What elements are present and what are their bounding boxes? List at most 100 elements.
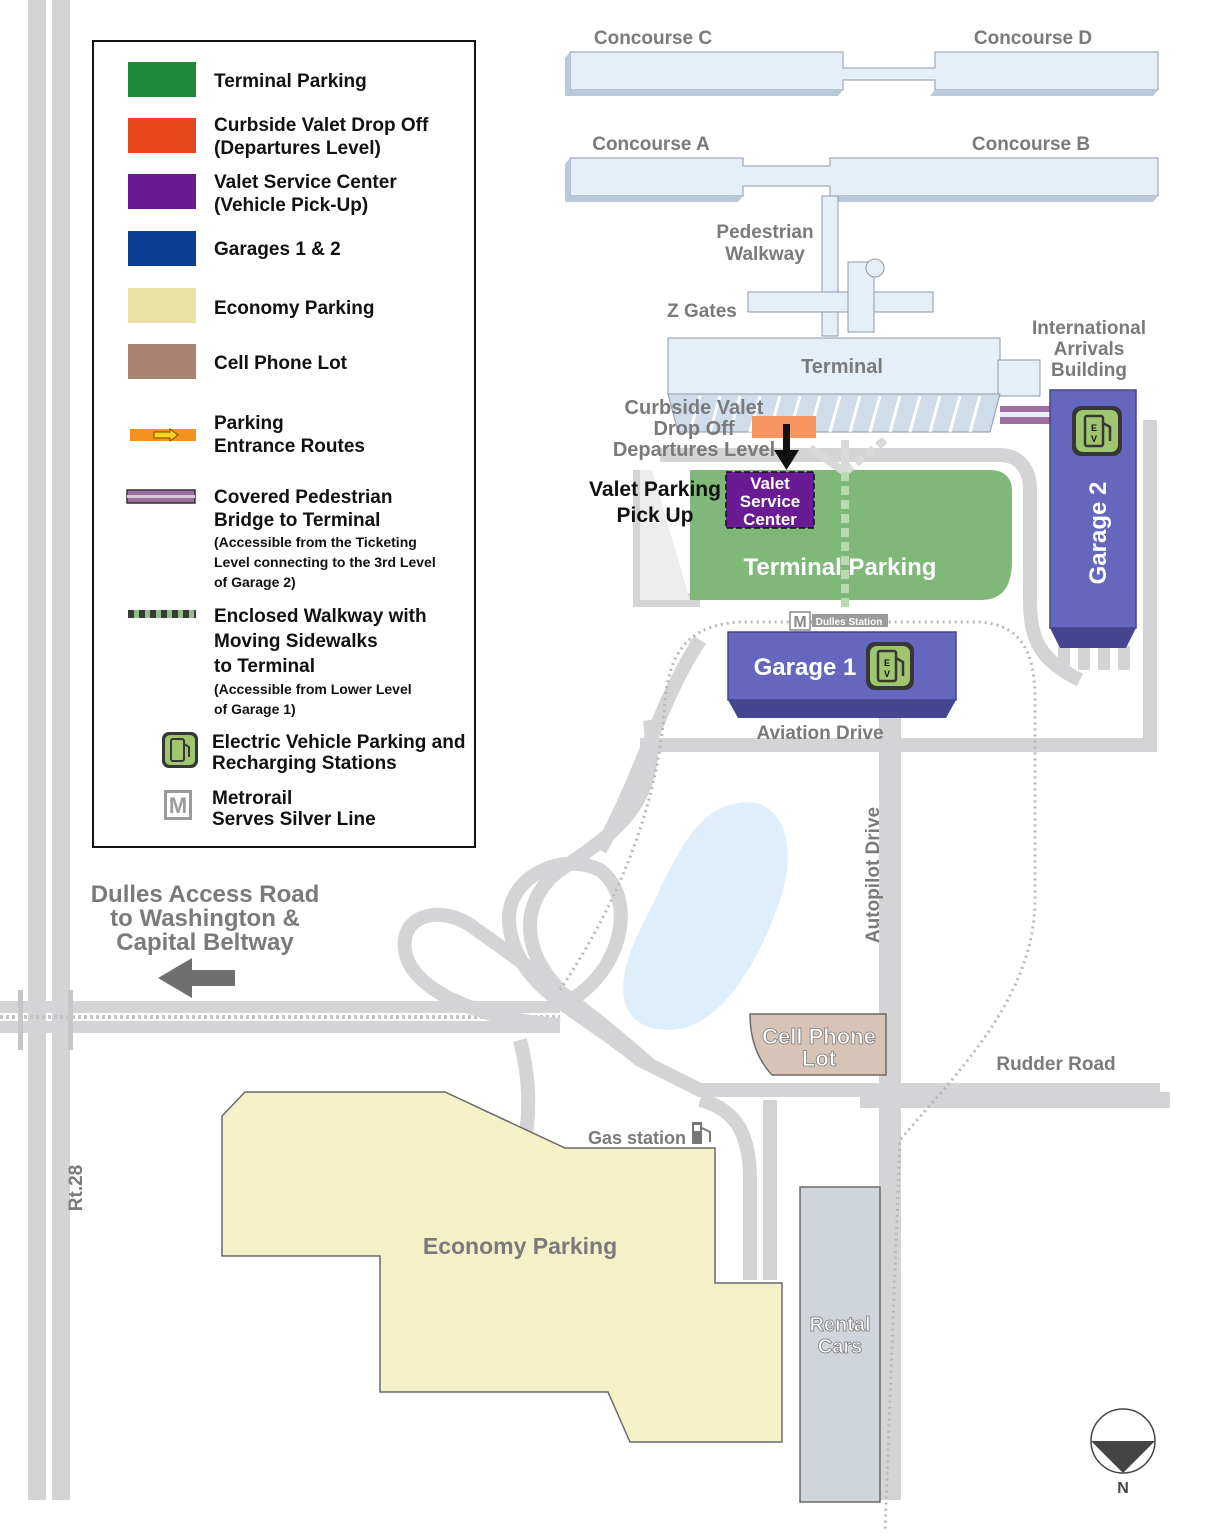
legend-label: Electric Vehicle Parking and Recharging … <box>212 732 465 774</box>
dulles-station-label: Dulles Station <box>816 617 883 628</box>
legend-label-line: (Vehicle Pick-Up) <box>214 195 369 216</box>
legend-label-line: (Departures Level) <box>214 138 381 159</box>
lake <box>623 802 788 1030</box>
legend-note-line: (Accessible from the Ticketing <box>214 534 417 550</box>
legend-label: Covered Pedestrian Bridge to Terminal (A… <box>214 486 436 592</box>
concourse-d-label: Concourse D <box>974 28 1092 49</box>
enclosed-walkway <box>807 436 888 612</box>
legend-label-line: Bridge to Terminal <box>214 510 381 531</box>
orange-arrow-icon <box>130 428 196 442</box>
aviation-drive-label: Aviation Drive <box>756 723 883 744</box>
access-road-label-1: Dulles Access Road <box>91 881 320 908</box>
valet-center-swatch <box>128 174 196 209</box>
concourse-c-label: Concourse C <box>594 28 713 49</box>
legend-label-line: Curbside Valet Drop Off <box>214 115 429 136</box>
metrorail-line <box>558 620 1037 1531</box>
curbside-valet-swatch <box>128 118 196 153</box>
ev-charging-icon <box>162 732 198 768</box>
legend-label: Enclosed Walkway with Moving Sidewalks t… <box>214 604 427 719</box>
pedestrian-walkway-label-2: Walkway <box>725 244 805 265</box>
rental-cars-label-2: Cars <box>818 1336 862 1358</box>
legend-note-line: of Garage 1) <box>214 701 296 717</box>
rt28-label: Rt.28 <box>66 1165 87 1211</box>
intl-arrivals-label-1: International <box>1032 318 1146 339</box>
north-arrow-icon <box>1090 1408 1156 1474</box>
valet-pickup-label-2: Pick Up <box>616 504 693 527</box>
concourse-a-label: Concourse A <box>592 134 710 155</box>
cell-phone-lot-label-2: Lot <box>802 1046 837 1071</box>
concourse-b-label: Concourse B <box>972 134 1090 155</box>
rudder-road-label: Rudder Road <box>996 1054 1115 1075</box>
legend-label: Terminal Parking <box>214 71 367 92</box>
legend-label-line: Enclosed Walkway with <box>214 606 427 627</box>
valet-down-arrow-icon <box>774 424 799 470</box>
terminal-building <box>667 337 1041 433</box>
valet-center-label-3: Center <box>743 510 797 529</box>
garage-2-label: Garage 2 <box>1085 482 1112 585</box>
access-road-label-2: to Washington & <box>110 905 300 932</box>
rt28-highway <box>28 0 70 1500</box>
pedestrian-walkway <box>821 195 839 337</box>
z-gates-building <box>747 258 934 333</box>
legend-label-line: Electric Vehicle Parking and <box>212 732 466 753</box>
valet-center-label-1: Valet <box>750 474 790 493</box>
ev-charging-icon: E V <box>866 642 914 690</box>
north-label: N <box>1117 1480 1129 1497</box>
valet-service-center <box>725 471 815 529</box>
autopilot-drive-label: Autopilot Drive <box>863 807 884 943</box>
legend-label-line: Entrance Routes <box>214 436 365 457</box>
intl-arrivals-label-2: Arrivals <box>1054 339 1125 360</box>
economy-parking-swatch <box>128 288 196 323</box>
legend-label-line: Serves Silver Line <box>212 809 376 830</box>
curbside-label-3: Departures Level <box>613 439 775 461</box>
garages-swatch <box>128 231 196 266</box>
pedestrian-bridge-icon <box>126 489 196 504</box>
terminal-parking-swatch <box>128 62 196 97</box>
pedestrian-walkway-label-1: Pedestrian <box>716 222 813 243</box>
valet-center-label-2: Service <box>740 492 801 511</box>
curbside-label-2: Drop Off <box>653 418 734 440</box>
economy-parking-label: Economy Parking <box>423 1233 617 1259</box>
economy-parking-area <box>221 1091 783 1443</box>
legend-label: Parking Entrance Routes <box>214 412 365 458</box>
enclosed-walkway-icon <box>128 610 196 618</box>
dulles-access-road <box>0 990 560 1050</box>
legend-label-line: Valet Service Center <box>214 172 397 193</box>
left-arrow-icon <box>158 958 235 998</box>
intl-arrivals-label-3: Building <box>1051 360 1127 381</box>
legend-note-line: Level connecting to the 3rd Level <box>214 554 436 570</box>
legend-label-line: Moving Sidewalks <box>214 631 378 652</box>
legend-label: Curbside Valet Drop Off (Departures Leve… <box>214 114 428 160</box>
garage-1-label: Garage 1 <box>754 654 857 681</box>
terminal-parking-label: Terminal Parking <box>744 554 937 581</box>
ev-e-text-2: E <box>1091 423 1097 433</box>
terminal-parking-gray-area <box>640 470 690 600</box>
legend-note-line: of Garage 2) <box>214 574 296 590</box>
legend-label: Cell Phone Lot <box>214 353 347 374</box>
cell-phone-lot-area <box>749 1013 887 1076</box>
concourse-ab <box>565 157 1159 202</box>
curbside-label-1: Curbside Valet <box>625 397 764 419</box>
ev-charging-icon: E V <box>1072 406 1122 456</box>
valet-pickup-label-1: Valet Parking <box>589 478 721 501</box>
metro-icon: M <box>793 614 806 631</box>
legend-label-line: Metrorail <box>212 788 293 809</box>
garage-1 <box>727 631 957 718</box>
gas-pump-icon <box>692 1122 711 1144</box>
metro-station-marker: M <box>789 611 888 631</box>
metro-icon: M <box>164 790 192 820</box>
legend-label-line: Recharging Stations <box>212 753 397 774</box>
covered-pedestrian-bridge <box>1000 406 1060 424</box>
rental-cars-label-1: Rental <box>809 1314 870 1336</box>
cell-phone-lot-label-1: Cell Phone <box>762 1024 876 1049</box>
cell-phone-lot-swatch <box>128 344 196 379</box>
ev-e-text: E <box>884 658 890 668</box>
legend-label-line: to Terminal <box>214 656 315 677</box>
legend-label-line: Covered Pedestrian <box>214 487 393 508</box>
terminal-label: Terminal <box>801 356 883 378</box>
legend-label: Garages 1 & 2 <box>214 239 341 260</box>
z-gates-label: Z Gates <box>667 301 737 322</box>
legend-label: Economy Parking <box>214 298 375 319</box>
legend-note-line: (Accessible from Lower Level <box>214 681 412 697</box>
